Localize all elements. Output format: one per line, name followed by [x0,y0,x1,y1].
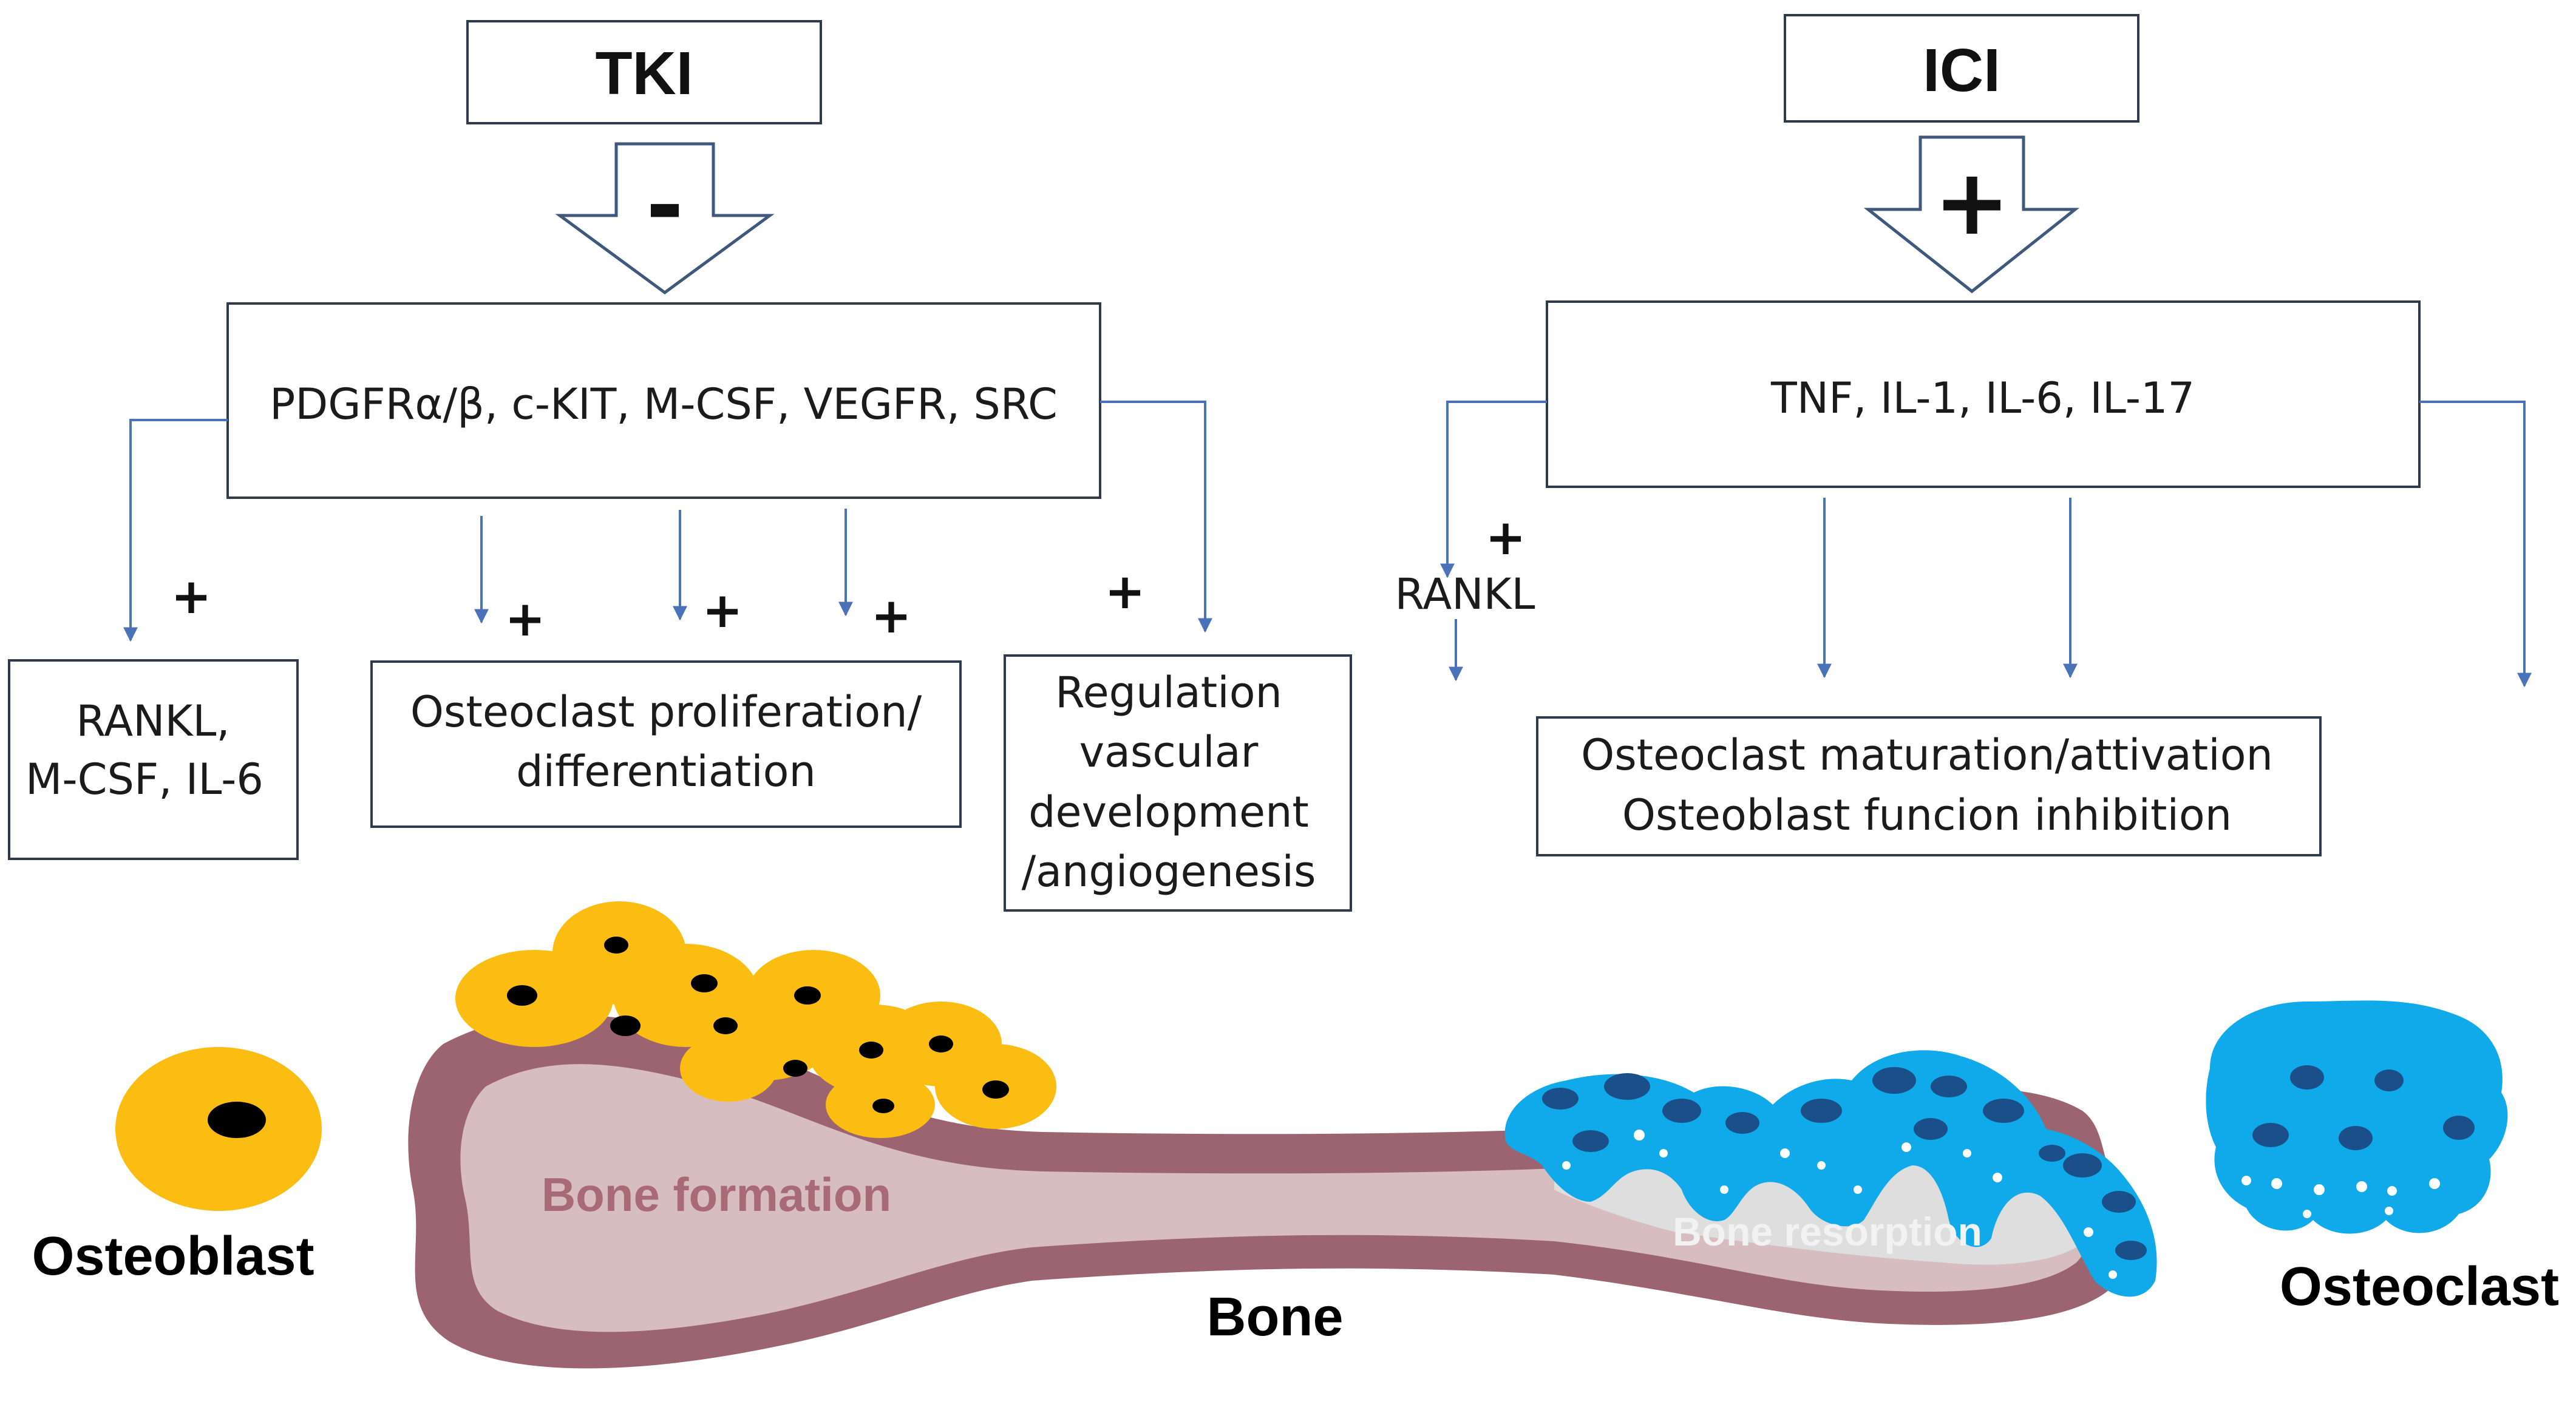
ici-header: ICI [1923,36,2000,104]
ici-activate-arrow [1863,135,2080,294]
prolif-line-2: differentiation [516,747,816,796]
plus-regulation: + [1104,563,1145,620]
plus-prolif-2: + [702,582,743,639]
osteoclast-prolif-box [370,660,962,828]
bone-formation-label: Bone formation [542,1168,891,1221]
regulation-line-1: Regulation [1055,668,1282,717]
regulation-box [1004,654,1352,912]
ici-header-box [1784,14,2139,123]
rankl-line-2: M-CSF, IL-6 [25,754,263,804]
tki-targets-box [226,302,1101,499]
minus-sign: - [646,153,684,259]
maturation-line-2: Osteoblast funcion inhibition [1622,790,2232,840]
ici-rankl-label: RANKL [1395,569,1535,619]
ici-targets-box [1546,300,2421,488]
connector-regulation [1100,401,1212,633]
plus-sign: + [1934,150,2010,256]
prolif-line-1: Osteoclast proliferation/ [410,687,922,737]
osteoblast-label: Osteoblast [32,1226,314,1287]
maturation-line-1: Osteoclast maturation/attivation [1581,730,2273,780]
plus-prolif-1: + [505,591,545,647]
tki-targets: PDGFRα/β, c-KIT, M-CSF, VEGFR, SRC [270,379,1058,429]
regulation-line-2: vascular [1079,727,1259,777]
bone-inner [460,1064,2089,1332]
ici-targets: TNF, IL-1, IL-6, IL-17 [1770,373,2195,423]
regulation-line-4: /angiogenesis [1022,847,1316,897]
connector-ici-rankl [1440,401,1547,578]
connector-right [2419,401,2532,688]
rankl-line-1: RANKL, [76,696,229,746]
osteoclast-cell [2206,1000,2508,1234]
plus-ici-rankl: + [1485,509,1526,566]
tki-inhibit-arrow [555,142,775,295]
maturation-box [1536,716,2322,856]
bone-resorption-label: Bone resorption [1673,1209,1982,1254]
bone-label: Bone [1207,1287,1344,1347]
regulation-line-3: development [1028,787,1309,837]
plus-prolif-3: + [871,588,911,644]
osteoblast-cluster [455,901,1056,1138]
connector-rankl [123,419,228,642]
osteoclast-label: Osteoclast [2280,1256,2559,1317]
tki-header: TKI [595,39,693,107]
osteoclast-cluster [1504,1050,2157,1297]
tki-header-box [466,20,822,124]
osteoblast-cell [115,1047,322,1211]
rankl-box [8,659,299,860]
plus-rankl: + [171,568,211,625]
bone-illustration: Bone formation Bone resorption [408,901,2157,1369]
